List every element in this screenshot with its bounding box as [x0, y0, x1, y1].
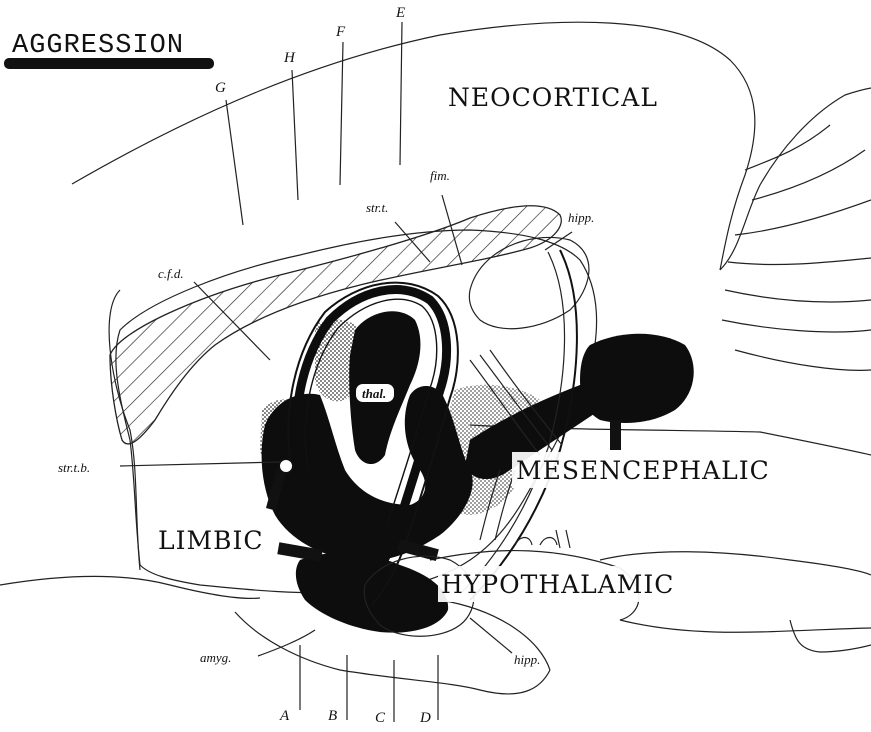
neocortical-label: NEOCORTICAL: [448, 83, 658, 112]
limbic-label: LIMBIC: [158, 526, 263, 555]
medulla-outline: [790, 620, 871, 652]
hypothalamic-label: HYPOTHALAMIC: [441, 570, 674, 599]
amyg-label: amyg.: [200, 650, 231, 665]
leader-hipp-lower: [470, 618, 512, 653]
hypothalamic-black-region: [296, 553, 448, 633]
section-line-H: [292, 70, 298, 200]
section-line-G: [226, 100, 243, 225]
hipp-upper-label: hipp.: [568, 210, 594, 225]
section-letter-A: A: [279, 708, 290, 724]
leader-str-t-b: [120, 462, 280, 466]
mesencephalic-electrode: [610, 420, 621, 450]
diagram-title: AGGRESSION: [12, 31, 184, 61]
leader-amyg: [258, 630, 315, 656]
thal-label: thal.: [362, 386, 386, 401]
str-t-b-marker: [279, 459, 293, 473]
hipp-lower-label: hipp.: [514, 652, 540, 667]
str-t-b-label: str.t.b.: [58, 460, 90, 475]
section-letter-G: G: [215, 80, 226, 96]
section-letter-B: B: [328, 708, 337, 724]
cerebellum-outline: [720, 88, 871, 270]
section-letter-D: D: [419, 710, 431, 726]
cerebellum-folia: [722, 125, 871, 370]
cfd-label: c.f.d.: [158, 266, 184, 281]
section-letter-F: F: [335, 24, 346, 40]
section-letter-C: C: [375, 710, 386, 726]
str-t-label: str.t.: [366, 200, 388, 215]
section-line-F: [340, 42, 343, 185]
section-letter-H: H: [283, 50, 296, 66]
fim-label: fim.: [430, 168, 450, 183]
mesencephalic-label: MESENCEPHALIC: [516, 456, 770, 485]
section-letter-E: E: [395, 5, 405, 21]
